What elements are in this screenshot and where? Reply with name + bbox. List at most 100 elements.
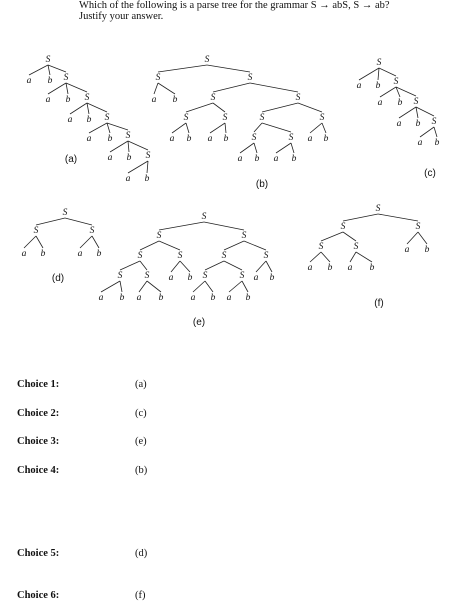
tree-edge xyxy=(223,240,245,251)
question-line-1: Which of the following is a parse tree f… xyxy=(79,0,390,11)
tree-node-S: S xyxy=(203,271,208,281)
tree-node-S: S xyxy=(222,251,227,261)
tree-node-S: S xyxy=(319,242,324,252)
tree-node-S: S xyxy=(105,113,110,123)
tree-edge xyxy=(64,217,93,226)
tree-node-S: S xyxy=(432,117,437,127)
question-text: Which of the following is a parse tree f… xyxy=(79,0,459,22)
tree-edge xyxy=(255,260,267,273)
tree-edge xyxy=(358,67,380,81)
tree-leaf-a: a xyxy=(137,293,142,303)
tree-edge xyxy=(146,280,162,293)
choice-6-option[interactable]: (f) xyxy=(135,590,146,601)
tree-leaf-b: b xyxy=(370,263,375,273)
tree-leaf-b: b xyxy=(328,263,333,273)
tree-leaf-b: b xyxy=(173,95,178,105)
tree-edge xyxy=(355,251,373,263)
tree-leaf-a: a xyxy=(108,153,113,163)
tree-edge xyxy=(433,126,438,138)
tree-edge xyxy=(203,221,245,231)
tree-edge xyxy=(320,251,331,263)
tree-leaf-b: b xyxy=(108,134,113,144)
tree-edge xyxy=(86,102,90,115)
tree-edge xyxy=(35,235,44,249)
tree-leaf-b: b xyxy=(159,293,164,303)
tree-node-S: S xyxy=(264,251,269,261)
tree-edge xyxy=(395,86,401,98)
tree-edge xyxy=(185,102,214,113)
tree-edge xyxy=(349,251,357,263)
tree-node-S: S xyxy=(289,133,294,143)
tree-edge xyxy=(65,82,88,93)
tree-node-S: S xyxy=(320,113,325,123)
tree-edge xyxy=(261,102,299,113)
choice-2-option[interactable]: (c) xyxy=(135,408,147,419)
tree-edge xyxy=(419,126,435,138)
tree-leaf-a: a xyxy=(357,81,362,91)
choice-4-option[interactable]: (b) xyxy=(135,465,148,476)
tree-edge xyxy=(138,280,148,293)
tree-leaf-b: b xyxy=(48,76,53,86)
tree-node-S: S xyxy=(90,226,95,236)
tree-node-S: S xyxy=(178,251,183,261)
tree-edge xyxy=(378,67,397,77)
tree-edge xyxy=(119,260,141,271)
tree-edge xyxy=(100,280,121,293)
tree-leaf-b: b xyxy=(255,154,260,164)
tree-edge xyxy=(224,122,227,134)
tree-edge xyxy=(309,251,322,263)
tree-edge xyxy=(158,240,181,251)
question-line-2: Justify your answer. xyxy=(79,11,164,22)
tree-edge xyxy=(209,122,226,134)
tree-node-S: S xyxy=(377,58,382,68)
tree-edge xyxy=(253,122,263,133)
tree-leaf-b: b xyxy=(188,273,193,283)
tree-leaf-a: a xyxy=(405,245,410,255)
tree-edge xyxy=(47,64,51,76)
tree-leaf-a: a xyxy=(87,134,92,144)
tree-edge xyxy=(342,231,357,242)
tree-node-S: S xyxy=(126,131,131,141)
tree-edge xyxy=(47,82,67,95)
choice-2-label: Choice 2: xyxy=(17,408,60,419)
tree-node-S: S xyxy=(211,93,216,103)
tree-edge xyxy=(79,235,93,249)
choice-4-label: Choice 4: xyxy=(17,465,60,476)
tree-node-S: S xyxy=(184,113,189,123)
tree-leaf-a: a xyxy=(208,134,213,144)
tree-leaf-a: a xyxy=(126,174,131,184)
tree-edge xyxy=(139,260,148,271)
tree-edge xyxy=(377,213,419,222)
tree-leaf-a: a xyxy=(169,273,174,283)
tree-edge xyxy=(377,67,380,81)
choice-5-label: Choice 5: xyxy=(17,548,60,559)
choice-3-option[interactable]: (e) xyxy=(135,436,147,447)
tree-leaf-b: b xyxy=(120,293,125,303)
tree-edge xyxy=(119,280,123,293)
tree-leaf-b: b xyxy=(435,138,440,148)
tree-node-S: S xyxy=(202,212,207,222)
tree-leaf-b: b xyxy=(398,98,403,108)
choice-3-label: Choice 3: xyxy=(17,436,60,447)
tree-node-S: S xyxy=(240,271,245,281)
tree-edge xyxy=(321,122,327,134)
tree-edge xyxy=(297,102,323,113)
tree-node-S: S xyxy=(260,113,265,123)
tree-node-S: S xyxy=(223,113,228,123)
tree-node-S: S xyxy=(156,73,161,83)
tree-node-S: S xyxy=(138,251,143,261)
tree-edge xyxy=(309,122,323,134)
tree-edge xyxy=(253,142,258,154)
tree-edge xyxy=(406,231,419,245)
tree-leaf-b: b xyxy=(376,81,381,91)
choice-1-option[interactable]: (a) xyxy=(135,379,147,390)
tree-leaf-b: b xyxy=(66,95,71,105)
tree-node-S: S xyxy=(252,133,257,143)
tree-node-S: S xyxy=(85,93,90,103)
tree-edge xyxy=(139,240,160,251)
tree-leaf-a: a xyxy=(418,138,423,148)
tree-node-S: S xyxy=(64,73,69,83)
choice-5-option[interactable]: (d) xyxy=(135,548,148,559)
tree-node-S: S xyxy=(157,231,162,241)
